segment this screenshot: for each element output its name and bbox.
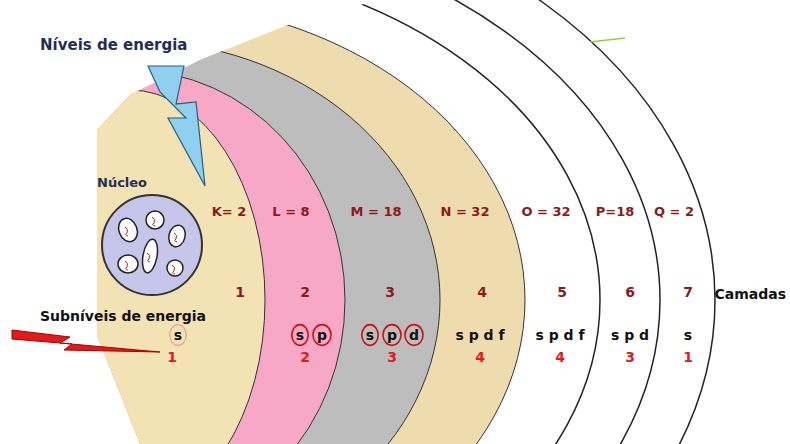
shell-p bbox=[0, 0, 660, 444]
subshell-letters: s bbox=[296, 327, 304, 344]
energy-shell: K= 2 1 s 1 bbox=[160, 200, 250, 369]
nucleus-label: Núcleo bbox=[97, 175, 147, 191]
nucleus: Núcleo bbox=[95, 174, 210, 299]
subshell-circle bbox=[292, 325, 308, 346]
layer-number: 1 bbox=[235, 284, 245, 301]
layers-label: Camadas bbox=[714, 286, 786, 303]
energy-shell: O = 32 5 s p d f 4 bbox=[520, 200, 589, 369]
subshell-letters: s bbox=[174, 327, 182, 344]
red-lightning bbox=[12, 330, 160, 352]
subshell-count: 4 bbox=[555, 349, 565, 366]
subshell-count: 1 bbox=[167, 349, 177, 366]
shell-o bbox=[0, 0, 600, 444]
layer-number: 2 bbox=[300, 284, 310, 301]
subshell-label: Subníveis de energia bbox=[40, 308, 206, 325]
subshell-count: 3 bbox=[625, 349, 635, 366]
layer-number: 4 bbox=[477, 284, 487, 301]
subshell-letters: s p d f bbox=[535, 327, 584, 344]
energy-shell: M = 183spd3 bbox=[350, 200, 423, 369]
layer-number: 6 bbox=[625, 284, 635, 301]
energy-shell: Q = 2 7 s 1 bbox=[650, 200, 698, 369]
energy-shell: P=18 6 s p d 3 bbox=[595, 200, 653, 369]
energy-shell: N = 32 4 s p d f 4 bbox=[440, 200, 509, 369]
subshell-letters: p bbox=[317, 327, 327, 344]
nucleus-circle bbox=[95, 174, 210, 299]
shell-capacity: M = 18 bbox=[351, 204, 402, 220]
subshell-circle bbox=[313, 325, 331, 346]
subshell-circle bbox=[170, 325, 186, 346]
shell-capacity: P=18 bbox=[596, 204, 635, 220]
subshell-letters: s bbox=[684, 327, 692, 344]
shell-k bbox=[0, 90, 265, 444]
subshell-circle bbox=[362, 325, 378, 346]
shell-capacity: N = 32 bbox=[441, 204, 490, 220]
subshell-circle bbox=[405, 325, 423, 346]
subshell-circle bbox=[383, 325, 401, 346]
shell-m bbox=[0, 40, 440, 444]
subshell-count: 4 bbox=[475, 349, 485, 366]
subshell-letters: s bbox=[366, 327, 374, 344]
green-stroke bbox=[590, 38, 625, 42]
shell-capacity: K= 2 bbox=[212, 204, 247, 220]
layer-number: 5 bbox=[557, 284, 567, 301]
shell-q bbox=[0, 0, 715, 444]
blue-lightning bbox=[148, 66, 205, 186]
subshell-count: 2 bbox=[300, 349, 310, 366]
shell-capacity: Q = 2 bbox=[654, 204, 694, 220]
layer-number: 3 bbox=[385, 284, 395, 301]
subshell-letters: s p d f bbox=[455, 327, 504, 344]
shell-capacity: L = 8 bbox=[272, 204, 309, 220]
title-label: Níveis de energia bbox=[40, 36, 188, 54]
subshell-letters: p bbox=[387, 327, 397, 344]
subshell-count: 3 bbox=[387, 349, 397, 366]
energy-shells bbox=[0, 0, 715, 444]
subshell-count: 1 bbox=[683, 349, 693, 366]
shell-capacity: O = 32 bbox=[521, 204, 570, 220]
subshell-letters: s p d bbox=[611, 327, 649, 344]
subshell-letters: d bbox=[409, 327, 419, 344]
layer-number: 7 bbox=[683, 284, 693, 301]
shell-n bbox=[0, 0, 525, 444]
energy-shell: L = 82sp2 bbox=[270, 200, 331, 369]
